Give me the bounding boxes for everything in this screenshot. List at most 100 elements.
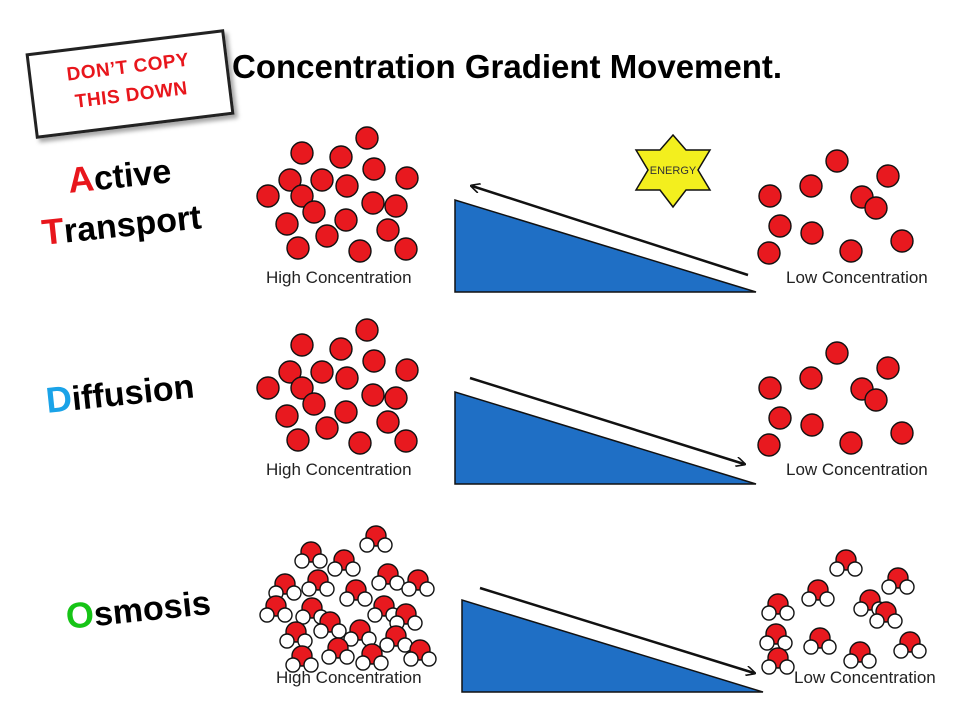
particle (362, 349, 386, 373)
particle (890, 229, 914, 253)
particle (329, 145, 353, 169)
water-molecule-hydrogen (301, 581, 317, 597)
water-molecule-hydrogen (801, 591, 817, 607)
water-molecule-hydrogen (881, 579, 897, 595)
particle (290, 141, 314, 165)
gradient-ramp-diffusion (454, 390, 757, 485)
high-concentration-label-1: High Concentration (266, 268, 412, 287)
water-molecule-hydrogen (761, 659, 777, 675)
water-molecule-hydrogen (373, 655, 389, 671)
particle (315, 416, 339, 440)
water-molecule-hydrogen (377, 537, 393, 553)
particle (348, 239, 372, 263)
particle (355, 126, 379, 150)
gradient-ramp-osmosis (461, 598, 764, 693)
particle (876, 356, 900, 380)
particle (278, 168, 302, 192)
particle (310, 168, 334, 192)
water-molecule-hydrogen (389, 575, 405, 591)
water-molecule-hydrogen (419, 581, 435, 597)
particle (864, 196, 888, 220)
particle (286, 428, 310, 452)
particle (290, 184, 314, 208)
particle (890, 421, 914, 445)
particle (799, 174, 823, 198)
water-molecule-hydrogen (312, 553, 328, 569)
water-molecule-hydrogen (339, 591, 355, 607)
particle (334, 208, 358, 232)
water-molecule-hydrogen (829, 561, 845, 577)
water-molecule-hydrogen (343, 631, 359, 647)
particle (864, 388, 888, 412)
high-concentration-label-2: High Concentration (266, 460, 412, 479)
water-molecule-hydrogen (407, 615, 423, 631)
particle (310, 360, 334, 384)
water-molecule-hydrogen (259, 607, 275, 623)
water-molecule-hydrogen (279, 633, 295, 649)
particle (839, 239, 863, 263)
water-molecule-hydrogen (893, 643, 909, 659)
particle (275, 404, 299, 428)
particle (286, 236, 310, 260)
particle (275, 212, 299, 236)
water-molecule-hydrogen (313, 623, 329, 639)
particle (315, 224, 339, 248)
water-molecule-hydrogen (303, 657, 319, 673)
water-molecule-hydrogen (321, 649, 337, 665)
label-active-rest: ctive (91, 152, 174, 199)
gradient-ramp-active (454, 198, 757, 293)
water-molecule-hydrogen (803, 639, 819, 655)
low-concentration-label-2: Low Concentration (786, 460, 928, 479)
particle (302, 200, 326, 224)
particle (290, 376, 314, 400)
water-molecule-hydrogen (327, 561, 343, 577)
label-osmosis-initial: O (63, 593, 96, 637)
arrow-downhill-osmosis (479, 586, 754, 673)
water-molecule-hydrogen (371, 575, 387, 591)
water-molecule-hydrogen (357, 591, 373, 607)
water-molecule-hydrogen (779, 605, 795, 621)
arrow-uphill-active (472, 186, 749, 277)
particles-layer (256, 126, 927, 675)
particle (825, 149, 849, 173)
particle (335, 366, 359, 390)
particle (278, 360, 302, 384)
water-molecule-hydrogen (286, 585, 302, 601)
particle (335, 174, 359, 198)
high-concentration-label-3: High Concentration (276, 668, 422, 687)
particle (329, 337, 353, 361)
particle (376, 218, 400, 242)
water-molecule-hydrogen (359, 537, 375, 553)
particle (757, 433, 781, 457)
particle (348, 431, 372, 455)
particle (799, 366, 823, 390)
particle (361, 383, 385, 407)
particle (384, 386, 408, 410)
energy-label: ENERGY (650, 165, 697, 177)
particle (839, 431, 863, 455)
energy-star-icon: ENERGY (634, 133, 712, 209)
particle (876, 164, 900, 188)
water-molecule-hydrogen (847, 561, 863, 577)
particle (361, 191, 385, 215)
water-molecule-hydrogen (819, 591, 835, 607)
particle (334, 400, 358, 424)
particle (376, 410, 400, 434)
water-molecule-hydrogen (285, 657, 301, 673)
particle (384, 194, 408, 218)
particle (757, 241, 781, 265)
particle (256, 376, 280, 400)
water-molecule-hydrogen (403, 651, 419, 667)
particle (758, 376, 782, 400)
particle (394, 237, 418, 261)
particle (800, 413, 824, 437)
water-molecule-hydrogen (761, 605, 777, 621)
water-molecule-hydrogen (421, 651, 437, 667)
water-molecule-hydrogen (345, 561, 361, 577)
low-concentration-label-1: Low Concentration (786, 268, 928, 287)
water-molecule-hydrogen (294, 553, 310, 569)
water-molecule-hydrogen (277, 607, 293, 623)
water-molecule-hydrogen (853, 601, 869, 617)
water-molecule-hydrogen (355, 655, 371, 671)
